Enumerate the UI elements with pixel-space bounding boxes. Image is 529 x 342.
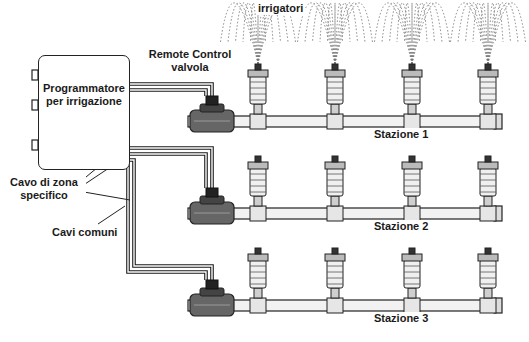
sprinkler-head	[402, 64, 422, 129]
spray-stroke	[451, 3, 489, 64]
spray-stroke	[412, 3, 442, 64]
spray-stroke	[458, 3, 488, 64]
leader-line	[84, 192, 130, 200]
spray-stroke	[382, 3, 412, 64]
sprinkler-head	[478, 64, 498, 129]
sprinkler-head	[478, 248, 498, 313]
controller-box: Programmatore per irrigazione	[38, 55, 130, 170]
valve-symbol	[190, 188, 234, 224]
station-label: Stazione 3	[372, 312, 430, 325]
sprinkler-head	[402, 248, 422, 313]
spray-stroke	[488, 3, 496, 64]
wire-label: Cavi comuni	[50, 226, 119, 239]
sprinkler-head	[325, 64, 345, 129]
sprinkler-spray	[221, 3, 526, 64]
spray-stroke	[335, 3, 336, 64]
controller-label: Programmatore per irrigazione	[42, 82, 126, 108]
sprinkler-head	[248, 156, 268, 221]
sprinkler-head	[248, 248, 268, 313]
wire-label: Cavo di zona specifico	[2, 176, 86, 202]
spray-stroke	[412, 3, 420, 64]
spray-stroke	[412, 3, 413, 64]
sprinkler-head	[325, 248, 345, 313]
sprinkler-label: irrigatori	[256, 2, 305, 15]
station-pipes	[188, 64, 502, 316]
spray-stroke	[473, 3, 488, 64]
station-label: Stazione 1	[372, 128, 430, 141]
wire-outline	[118, 84, 212, 96]
leader-line	[98, 206, 125, 224]
spray-stroke	[488, 3, 518, 64]
valve-symbol	[190, 280, 234, 316]
spray-stroke	[412, 3, 450, 64]
spray-stroke	[488, 3, 489, 64]
spray-stroke	[320, 3, 335, 64]
spray-stroke	[375, 3, 413, 64]
spray-stroke	[335, 3, 343, 64]
spray-stroke	[405, 3, 413, 64]
station-label: Stazione 2	[372, 220, 430, 233]
spray-stroke	[328, 3, 336, 64]
spray-stroke	[335, 3, 373, 64]
spray-stroke	[466, 3, 489, 64]
spray-stroke	[481, 3, 489, 64]
spray-stroke	[488, 3, 526, 64]
spray-stroke	[305, 3, 335, 64]
spray-stroke	[412, 3, 435, 64]
spray-stroke	[313, 3, 336, 64]
wire-core	[118, 90, 206, 96]
spray-stroke	[335, 3, 365, 64]
wire-outline	[118, 90, 206, 96]
wire-outline	[118, 148, 212, 188]
valve-symbol	[190, 96, 234, 132]
wire-core	[118, 84, 212, 96]
valve-label: Remote Control valvola	[142, 48, 238, 74]
sprinkler-head	[248, 64, 268, 129]
spray-stroke	[335, 3, 358, 64]
spray-stroke	[390, 3, 413, 64]
spray-stroke	[236, 3, 259, 64]
sprinkler-head	[325, 156, 345, 221]
spray-stroke	[488, 3, 511, 64]
spray-stroke	[397, 3, 412, 64]
sprinkler-head	[402, 156, 422, 221]
sprinkler-head	[478, 156, 498, 221]
wire-core	[118, 148, 212, 188]
